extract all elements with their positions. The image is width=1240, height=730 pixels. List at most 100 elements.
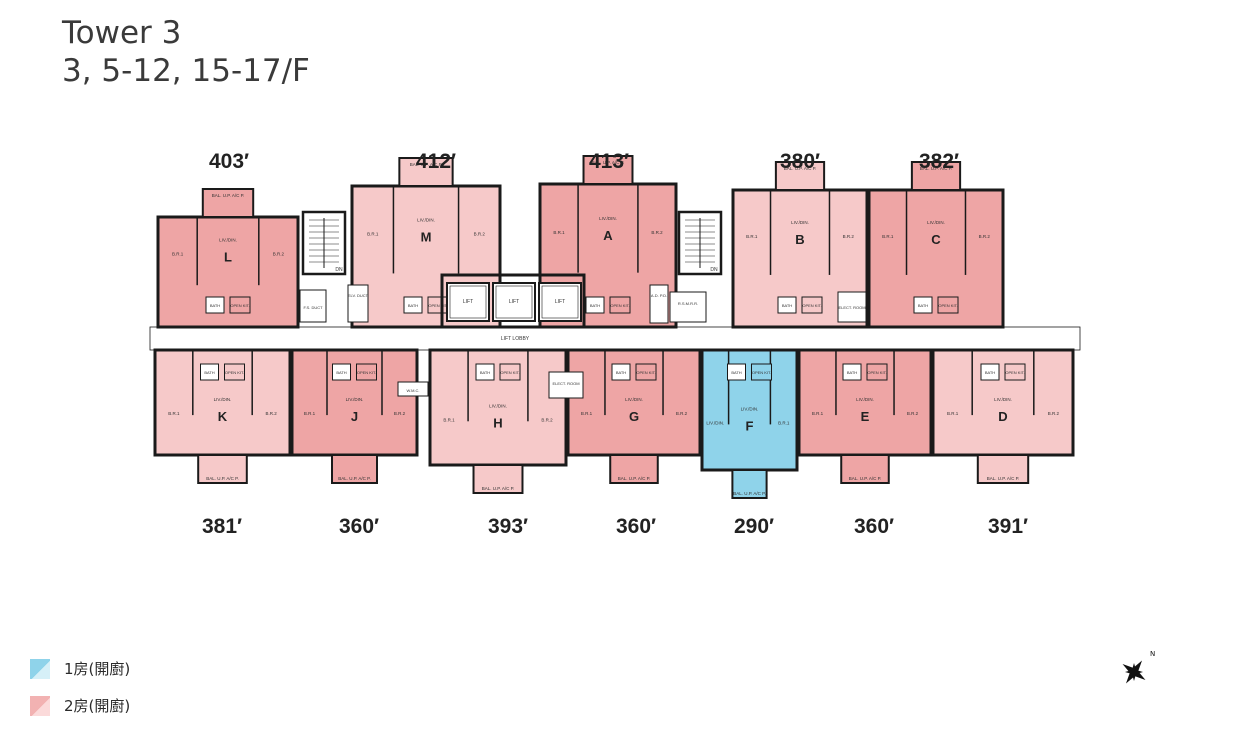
unit-C-kitchen bbox=[937, 296, 959, 314]
unit-letter-H: H bbox=[493, 415, 502, 430]
living-label: LIV./DIN. bbox=[219, 238, 237, 243]
unit-K-bath bbox=[200, 363, 219, 381]
unit-H-balcony-label: BAL. U.P. A/C P. bbox=[482, 486, 515, 491]
unit-L-bath bbox=[205, 296, 225, 314]
lift-label: LIFT bbox=[463, 299, 473, 305]
unit-H-kitchen bbox=[499, 363, 521, 381]
unit-E-kitchen bbox=[866, 363, 888, 381]
unit-B-bath bbox=[777, 296, 797, 314]
unit-G-balcony-label: BAL. U.P. A/C P. bbox=[618, 476, 651, 481]
unit-G-kitchen bbox=[635, 363, 657, 381]
area-label-K: 381′ bbox=[201, 515, 243, 538]
br1-label: B.R.1 bbox=[882, 234, 894, 239]
unit-A-bath bbox=[585, 296, 605, 314]
unit-E-balcony bbox=[840, 454, 890, 484]
area-label-B: 380′ bbox=[779, 150, 821, 173]
br1-label: B.R.1 bbox=[812, 411, 824, 416]
unit-A-balcony bbox=[582, 155, 634, 185]
legend-label-1-bedroom: 1房(開廚) bbox=[64, 660, 131, 678]
open-kit-label: OPEN KIT. bbox=[230, 303, 249, 308]
floor-range: 3, 5-12, 15-17/F bbox=[62, 53, 310, 89]
lift-lobby-corridor bbox=[149, 326, 1081, 351]
bath-label: BATH bbox=[204, 370, 214, 375]
unit-L-balcony bbox=[201, 188, 255, 218]
lift-core bbox=[440, 273, 586, 329]
unit-A-balcony-label: BAL. U.P. A/C P. bbox=[592, 160, 625, 165]
unit-G-bath bbox=[611, 363, 631, 381]
rsmrr-label: R.S.M.R.R. bbox=[678, 301, 698, 306]
br2-label: B.R.2 bbox=[843, 234, 855, 239]
stair-dn-label: DN bbox=[335, 267, 343, 273]
unit-H-bath bbox=[475, 363, 495, 381]
unit-D-kitchen bbox=[1004, 363, 1026, 381]
ad-pd-label: A.D. P.D. bbox=[651, 293, 667, 298]
unit-F-balcony bbox=[731, 469, 768, 499]
unit-letter-E: E bbox=[861, 409, 870, 424]
living-label: LIV./DIN. bbox=[741, 406, 759, 411]
br1-label: B.R.1 bbox=[172, 252, 184, 257]
unit-M-balcony bbox=[398, 157, 454, 187]
br1-label: B.R.1 bbox=[746, 234, 758, 239]
tower-title: Tower 3 3, 5-12, 15-17/F bbox=[62, 14, 310, 90]
unit-B-balcony bbox=[774, 161, 826, 191]
lift-car bbox=[495, 285, 533, 319]
unit-D-balcony bbox=[976, 454, 1030, 484]
unit-letter-G: G bbox=[629, 409, 639, 424]
unit-J-balcony bbox=[331, 454, 378, 484]
bath-label: BATH bbox=[731, 370, 741, 375]
living-label: LIV./DIN. bbox=[994, 397, 1012, 402]
unit-letter-A: A bbox=[603, 228, 613, 243]
living-label: LIV./DIN. bbox=[417, 217, 435, 222]
unit-letter-B: B bbox=[795, 232, 804, 247]
unit-C-balcony bbox=[910, 161, 962, 191]
br1-label: B.R.1 bbox=[304, 411, 316, 416]
open-kit-label: OPEN KIT. bbox=[802, 303, 821, 308]
unit-G-outline bbox=[566, 348, 702, 457]
lift-shaft bbox=[538, 282, 582, 322]
bath-label: BATH bbox=[480, 370, 490, 375]
lift-car bbox=[541, 285, 579, 319]
br2-label: B.R.2 bbox=[979, 234, 991, 239]
unit-C-outline bbox=[867, 188, 1005, 329]
area-label-F: 290′ bbox=[733, 515, 775, 538]
unit-L-balcony-label: BAL. U.P. A/C P. bbox=[212, 193, 245, 198]
bath-label: BATH bbox=[210, 303, 220, 308]
fs-duct-label: F.S. DUCT bbox=[303, 305, 323, 310]
area-label-A: 413′ bbox=[588, 150, 630, 173]
area-label-J: 360′ bbox=[338, 515, 380, 538]
unit-B-balcony-label: BAL. U.P. A/C P. bbox=[784, 166, 817, 171]
unit-E-outline bbox=[797, 348, 933, 457]
br2-label: B.R.2 bbox=[265, 411, 277, 416]
area-label-D: 391′ bbox=[987, 515, 1029, 538]
unit-letter-K: K bbox=[218, 409, 228, 424]
unit-J-kitchen bbox=[356, 363, 377, 381]
open-kit-label: OPEN KIT. bbox=[636, 370, 655, 375]
br1-label: LIV./DIN. bbox=[706, 420, 724, 425]
unit-F-bath bbox=[727, 363, 746, 381]
unit-H-outline bbox=[428, 348, 568, 467]
living-label: LIV./DIN. bbox=[599, 216, 617, 221]
area-label-H: 393′ bbox=[487, 515, 529, 538]
unit-K-balcony bbox=[197, 454, 248, 484]
open-kit-label: OPEN KIT. bbox=[500, 370, 519, 375]
unit-K-outline bbox=[153, 348, 292, 457]
br2-label: B.R.2 bbox=[1048, 411, 1060, 416]
br2-label: B.R.2 bbox=[907, 411, 919, 416]
unit-J-outline bbox=[290, 348, 419, 457]
living-label: LIV./DIN. bbox=[791, 220, 809, 225]
unit-D-bath bbox=[980, 363, 1000, 381]
unit-D-outline bbox=[931, 348, 1075, 457]
open-kit-label: OPEN KIT. bbox=[938, 303, 957, 308]
br1-label: B.R.1 bbox=[581, 411, 593, 416]
unit-K-kitchen bbox=[224, 363, 245, 381]
unit-F-kitchen bbox=[751, 363, 772, 381]
unit-L-outline bbox=[156, 215, 300, 329]
elect-room-east bbox=[837, 291, 867, 323]
open-kit-label: OPEN KIT. bbox=[610, 303, 629, 308]
living-label: LIV./DIN. bbox=[625, 397, 643, 402]
